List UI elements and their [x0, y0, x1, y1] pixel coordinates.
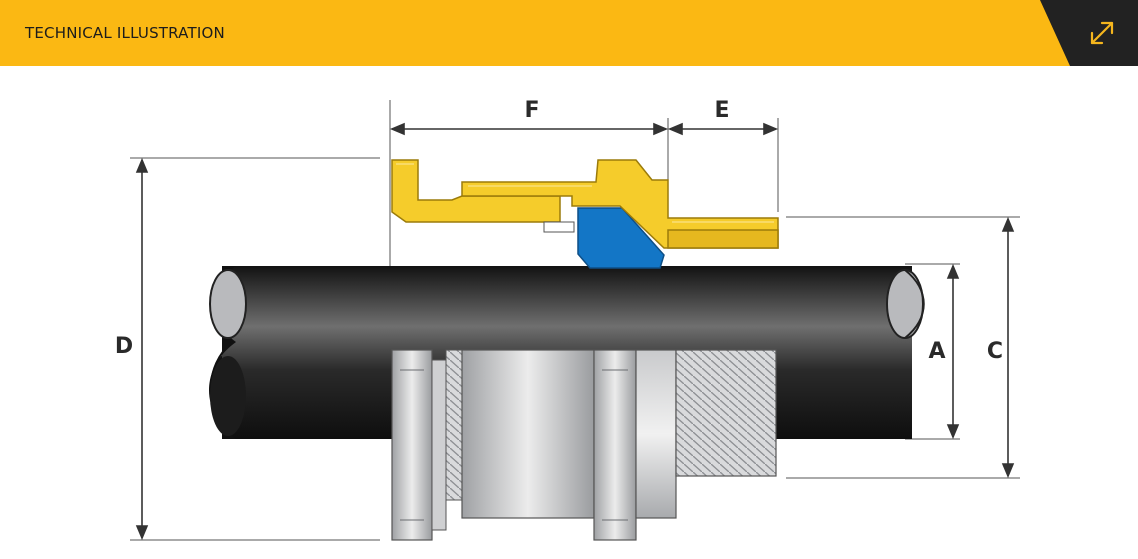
- nut-facets: [400, 369, 628, 521]
- expand-button-background: [1040, 0, 1138, 66]
- expand-button[interactable]: [1040, 0, 1138, 66]
- inner-ring: [543, 221, 575, 233]
- dimension-d-label: D: [115, 334, 133, 359]
- brass-highlights: [396, 163, 774, 223]
- dimension-arrows: [135, 122, 1015, 541]
- dimension-e-label: E: [714, 98, 729, 123]
- dimension-f-label: F: [524, 98, 539, 123]
- brass-body: [391, 159, 779, 249]
- dimension-lines: [130, 100, 1020, 541]
- header-bar: TECHNICAL ILLUSTRATION: [0, 0, 1138, 66]
- page-title: TECHNICAL ILLUSTRATION: [25, 24, 225, 42]
- expand-arrows-icon[interactable]: [1088, 19, 1116, 47]
- gland-illustration: F E D A C: [115, 98, 1020, 541]
- gland-nut: [391, 349, 777, 541]
- dimension-a-label: A: [928, 339, 945, 364]
- dimension-c-label: C: [987, 339, 1003, 364]
